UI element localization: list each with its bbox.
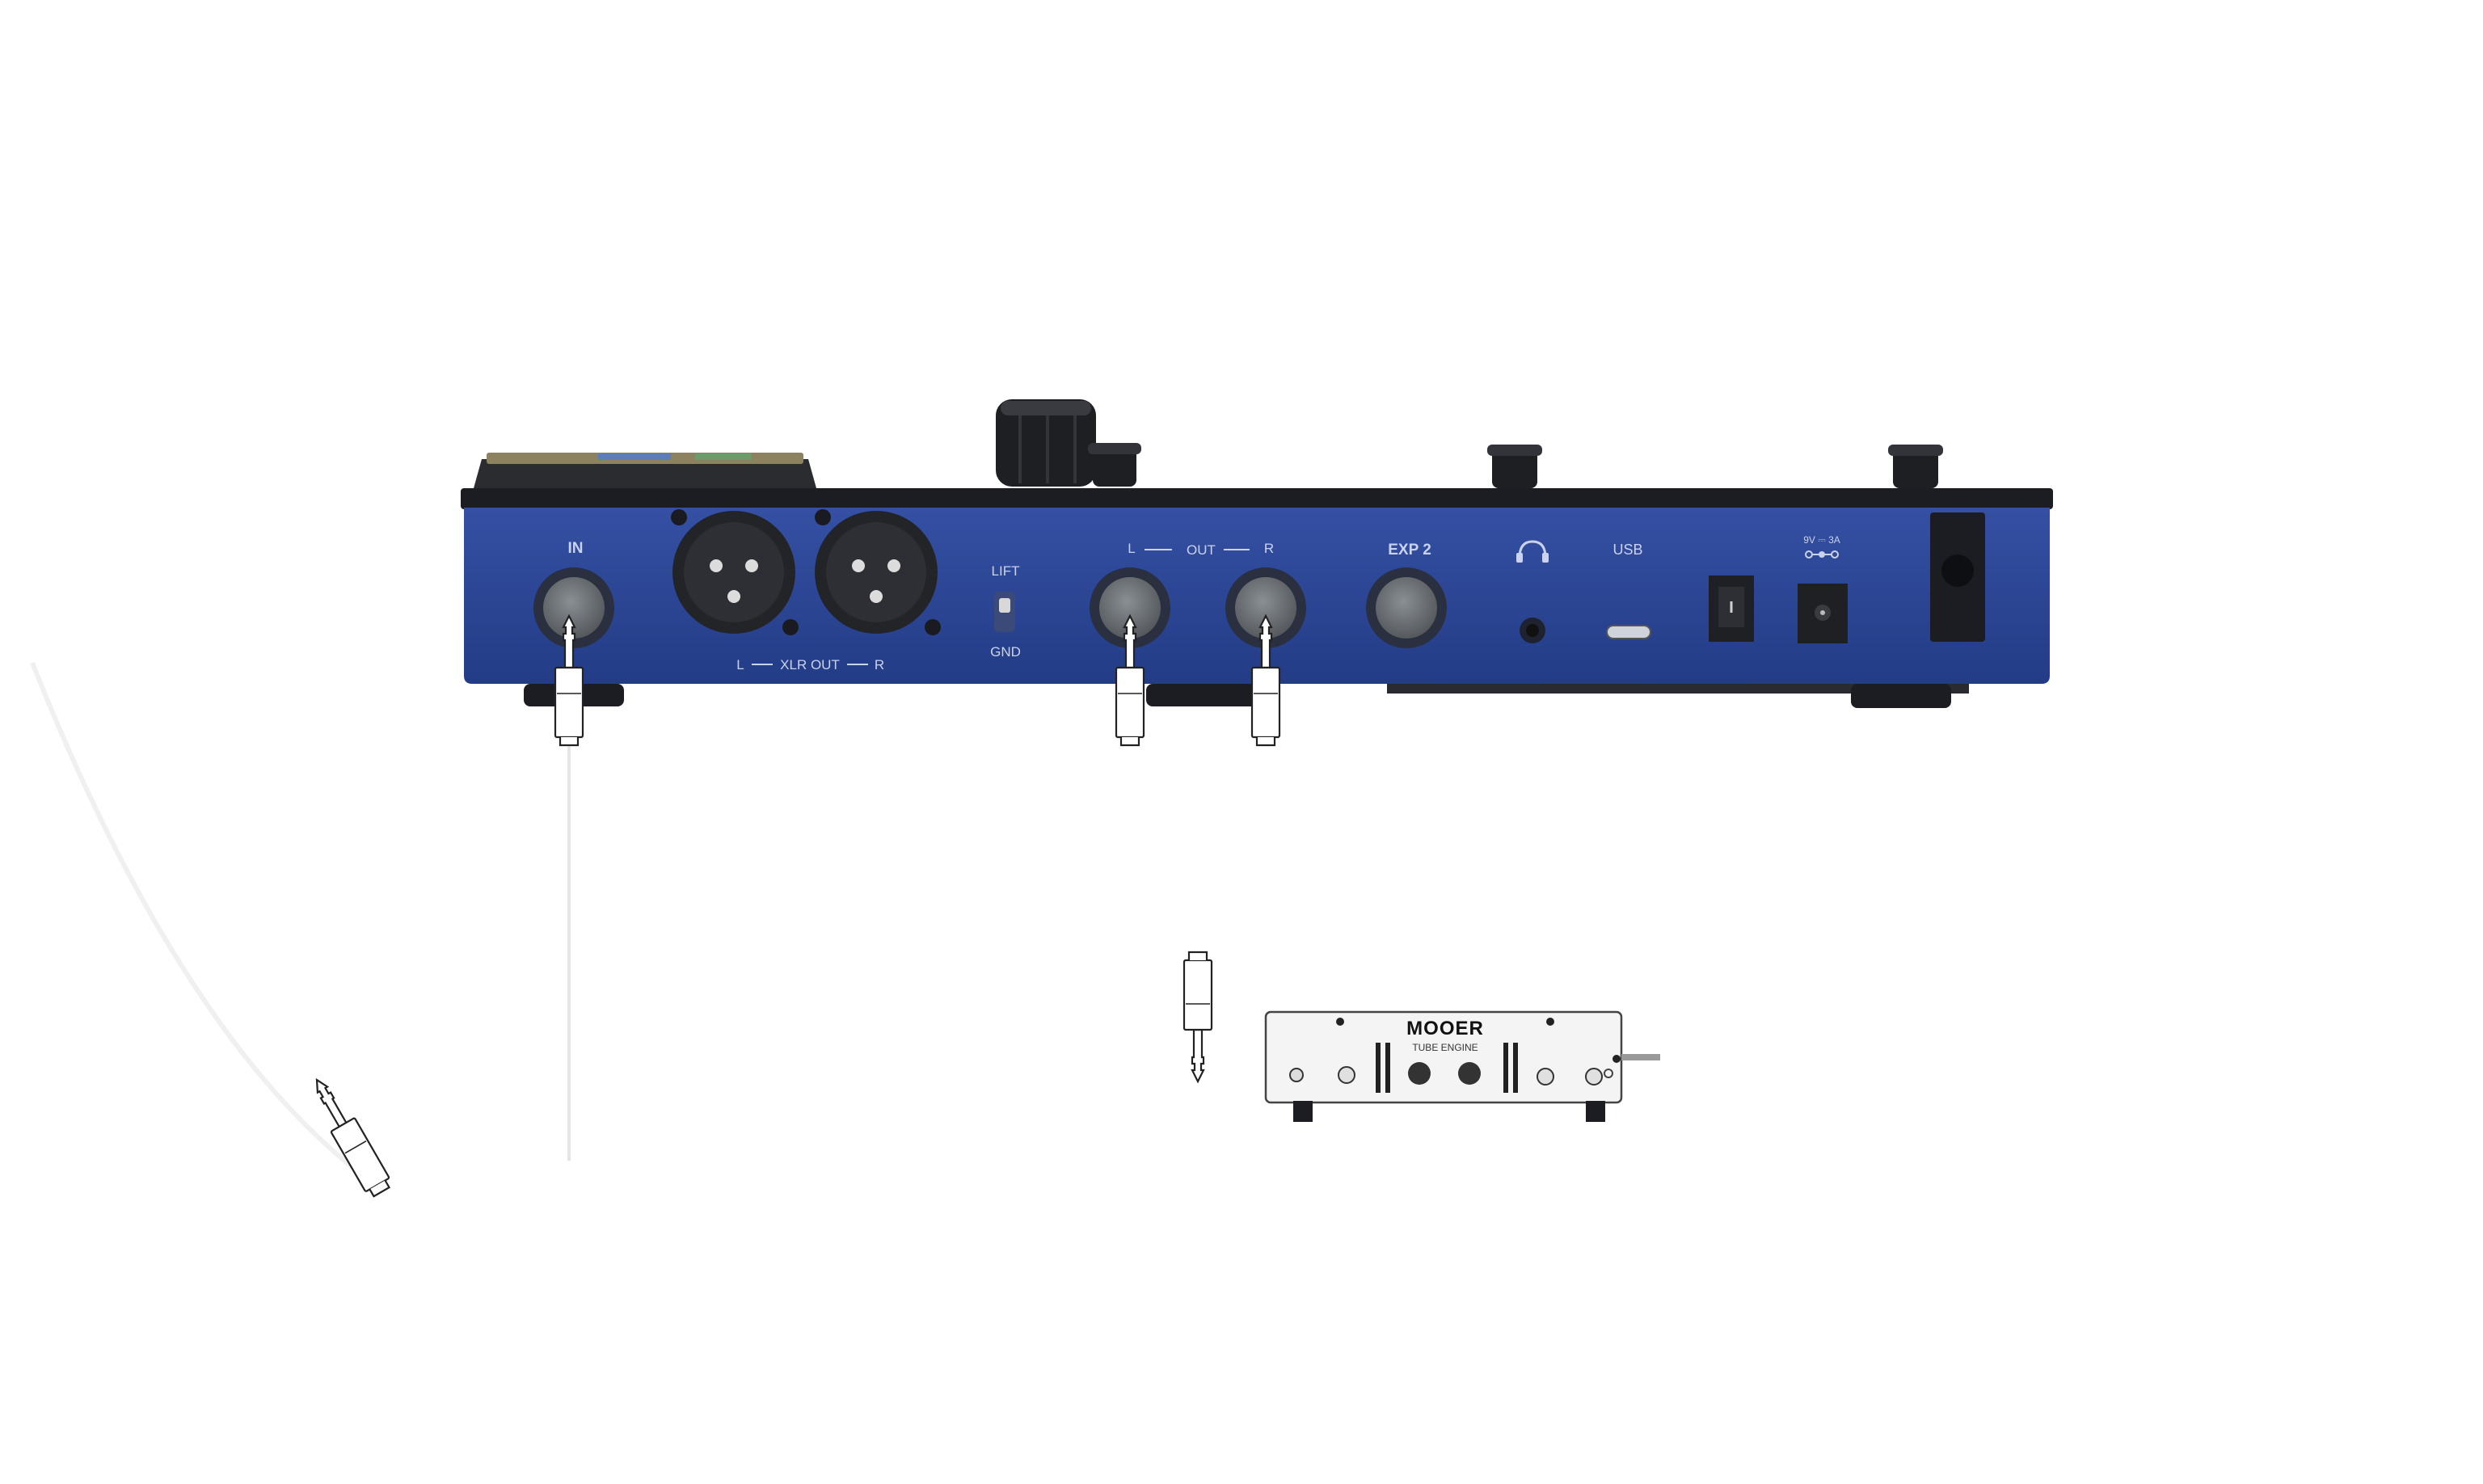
headphone-icon bbox=[1516, 540, 1549, 563]
out-right-label: R bbox=[1264, 541, 1274, 556]
power-label: 9V ⎓ 3A bbox=[1803, 534, 1840, 546]
footswitch-knob[interactable] bbox=[1487, 445, 1542, 488]
xlr-out-label: XLR OUT bbox=[780, 657, 840, 672]
footswitch-knob[interactable] bbox=[1088, 443, 1141, 487]
tube-engine-amp: MOOER TUBE ENGINE bbox=[1264, 1010, 1660, 1122]
amp-brand: MOOER bbox=[1406, 1018, 1484, 1039]
xlr-out-right[interactable] bbox=[815, 511, 941, 635]
exp2-label: EXP 2 bbox=[1388, 542, 1431, 559]
out-left-label: L bbox=[1128, 541, 1135, 556]
usb-port[interactable] bbox=[1606, 625, 1651, 639]
ground-lift-switch[interactable] bbox=[994, 592, 1015, 632]
xlr-left-label: L bbox=[736, 657, 744, 672]
amp-control[interactable] bbox=[1585, 1068, 1603, 1086]
amp-xlr[interactable] bbox=[1458, 1062, 1481, 1085]
encoder-knob[interactable] bbox=[996, 399, 1096, 487]
amp-xlr[interactable] bbox=[1408, 1062, 1431, 1085]
polarity-icon bbox=[1805, 550, 1839, 559]
out-label: OUT bbox=[1187, 542, 1216, 558]
in-label: IN bbox=[568, 540, 584, 557]
amp-control[interactable] bbox=[1537, 1068, 1554, 1086]
lift-label: LIFT bbox=[992, 563, 1020, 579]
plug-icon bbox=[1182, 951, 1213, 1083]
amp-input-jack[interactable] bbox=[1289, 1068, 1304, 1082]
xlr-out-left[interactable] bbox=[671, 509, 831, 635]
footswitch-knob[interactable] bbox=[1888, 445, 1943, 488]
multi-effects-device: IN L XLR OUT R LIFT bbox=[461, 399, 2053, 708]
amp-model: TUBE ENGINE bbox=[1412, 1042, 1478, 1053]
gnd-label: GND bbox=[990, 644, 1021, 660]
usb-label: USB bbox=[1612, 542, 1642, 558]
xlr-right-label: R bbox=[875, 657, 884, 672]
amp-control[interactable] bbox=[1338, 1066, 1355, 1084]
cable-guitar-to-input bbox=[30, 661, 571, 1191]
